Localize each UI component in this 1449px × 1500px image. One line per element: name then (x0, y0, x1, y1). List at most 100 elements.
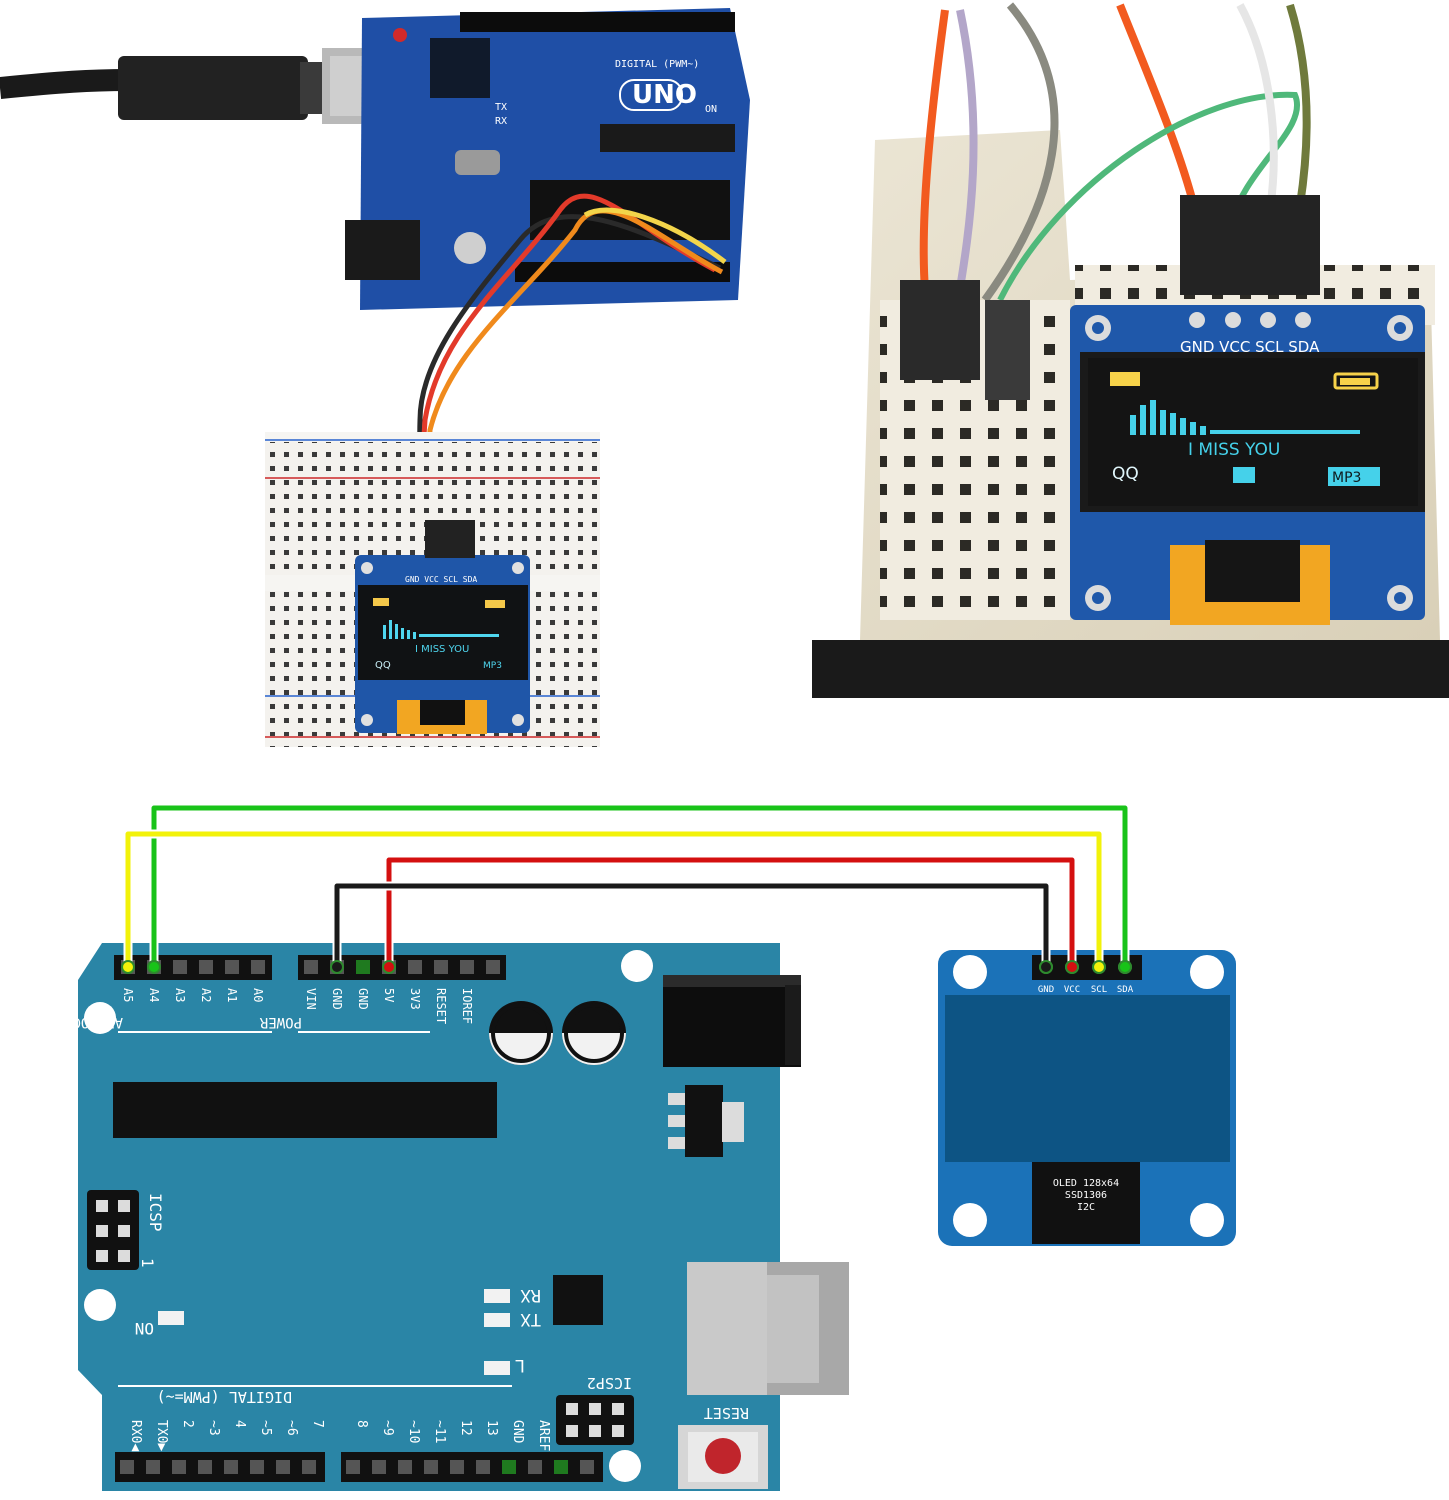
power-pin-4[interactable] (408, 960, 422, 974)
power-title: POWER (259, 1014, 302, 1030)
wire-endpoint-7 (1039, 960, 1053, 974)
digital-pin-4[interactable] (224, 1460, 238, 1474)
digital-pin-label-10: ~10 (406, 1420, 421, 1443)
power-pin-5[interactable] (434, 960, 448, 974)
digital-pin-label-3: ~3 (206, 1420, 221, 1436)
rx-led (484, 1289, 510, 1303)
uno-label: UNO (632, 80, 697, 110)
analog-pin-a0[interactable] (251, 960, 265, 974)
dc-jack (663, 975, 801, 1067)
oled-chip (1032, 1162, 1140, 1244)
usb-plug-body (118, 56, 308, 120)
reset-label: RESET (704, 1404, 749, 1422)
wire-endpoint-2 (382, 960, 396, 974)
oled-pin-label-scl: SCL (1091, 985, 1107, 995)
analog-pin-a2[interactable] (199, 960, 213, 974)
digital-pin-6[interactable] (276, 1460, 290, 1474)
power-pin-0[interactable] (304, 960, 318, 974)
power-pin-7[interactable] (486, 960, 500, 974)
digital-pin-label-5: ~5 (258, 1420, 273, 1436)
photo2-wire-white (1236, 3, 1278, 211)
oled-chip-line-1: OLED 128x64 (1053, 1178, 1119, 1189)
digital-pin-label-2: 2 (180, 1420, 195, 1428)
wire-endpoint-1 (121, 960, 135, 974)
analog-pin-label-a2: A2 (199, 988, 213, 1002)
analog-pin-label-a1: A1 (225, 988, 239, 1002)
uno-digital-label: DIGITAL (PWM~) (615, 59, 699, 70)
analog-pin-label-a3: A3 (173, 988, 187, 1002)
capacitor-2 (562, 1001, 626, 1065)
icsp2-header (556, 1395, 634, 1445)
oled-small-header: GND VCC SCL SDA (405, 575, 477, 584)
capacitor-1 (489, 1001, 553, 1065)
digital-pin-label-13: 13 (484, 1420, 499, 1436)
digital-pin-label-6: ~6 (284, 1420, 299, 1436)
voltage-regulator (668, 1085, 744, 1157)
top-left-photo: UNO DIGITAL (PWM~) ON TX RX GND VCC SCL … (0, 8, 750, 747)
wire-sda (151, 805, 1128, 967)
analog-pin-a1[interactable] (225, 960, 239, 974)
digital-pin-label-7: 7 (310, 1420, 325, 1428)
power-pin-label-0: VIN (304, 988, 318, 1010)
digital-pin-8[interactable] (346, 1460, 360, 1474)
digital-pin-3[interactable] (198, 1460, 212, 1474)
digital-pin-16[interactable] (554, 1460, 568, 1474)
oled-small-right: MP3 (483, 661, 502, 671)
oled-chip-line-2: SSD1306 (1065, 1190, 1107, 1201)
wire-endpoint-4 (1118, 960, 1132, 974)
power-pin-label-1: GND (330, 988, 344, 1010)
digital-pin-17[interactable] (580, 1460, 594, 1474)
analog-header (114, 955, 272, 980)
oled-pin-label-sda: SDA (1117, 985, 1134, 995)
icsp-pin1-label: 1 (138, 1258, 157, 1268)
digital-pin-label-11: ~11 (432, 1420, 447, 1443)
digital-pin-10[interactable] (398, 1460, 412, 1474)
digital-pin-12[interactable] (450, 1460, 464, 1474)
on-label: ON (135, 1319, 154, 1338)
digital-pin-label-0: RX0◀0 (128, 1420, 143, 1459)
digital-pin-label-15: AREF (536, 1420, 551, 1451)
power-pin-label-2: GND (356, 988, 370, 1010)
oled-chip-line-3: I2C (1077, 1202, 1095, 1213)
uno-rx-label: RX (495, 116, 507, 127)
digital-pin-0[interactable] (120, 1460, 134, 1474)
analog-pin-label-a5: A5 (121, 988, 135, 1002)
digital-pin-13[interactable] (476, 1460, 490, 1474)
uno-tx-label: TX (495, 102, 507, 113)
photo2-wire-olive (1286, 3, 1311, 206)
arduino-schematic-board (78, 943, 780, 1491)
digital-pin-label-1: TX0▶1 (154, 1420, 169, 1459)
power-pin-6[interactable] (460, 960, 474, 974)
usb-cable (0, 69, 131, 99)
reset-button[interactable] (678, 1425, 768, 1489)
digital-pin-15[interactable] (528, 1460, 542, 1474)
digital-pin-5[interactable] (250, 1460, 264, 1474)
analog-pin-a3[interactable] (173, 960, 187, 974)
oled-big-right: MP3 (1332, 470, 1361, 486)
power-pin-2[interactable] (356, 960, 370, 974)
wire-endpoint-0 (147, 960, 161, 974)
digital-pin-14[interactable] (502, 1460, 516, 1474)
digital-pin-label-9: ~9 (380, 1420, 395, 1436)
power-pin-label-4: 3V3 (408, 988, 422, 1010)
oled-screen (945, 995, 1230, 1162)
usb-b-connector (687, 1262, 849, 1395)
microcontroller-chip (113, 1082, 497, 1138)
power-pin-label-3: 5V (382, 988, 396, 1002)
analog-pin-label-a0: A0 (251, 988, 265, 1002)
digital-pin-2[interactable] (172, 1460, 186, 1474)
oled-pin-label-vcc: VCC (1064, 985, 1080, 995)
top-right-photo: GND VCC SCL SDA I MISS YOU QQ MP3 (812, 2, 1449, 698)
digital-pin-7[interactable] (302, 1460, 316, 1474)
tx-led (484, 1313, 510, 1327)
oled-small-song: I MISS YOU (415, 644, 469, 655)
digital-pin-11[interactable] (424, 1460, 438, 1474)
wire-gnd (334, 883, 1049, 967)
digital-pin-1[interactable] (146, 1460, 160, 1474)
analog-pin-label-a4: A4 (147, 988, 161, 1002)
wire-endpoint-3 (330, 960, 344, 974)
digital-pin-9[interactable] (372, 1460, 386, 1474)
icsp-header (87, 1190, 139, 1270)
